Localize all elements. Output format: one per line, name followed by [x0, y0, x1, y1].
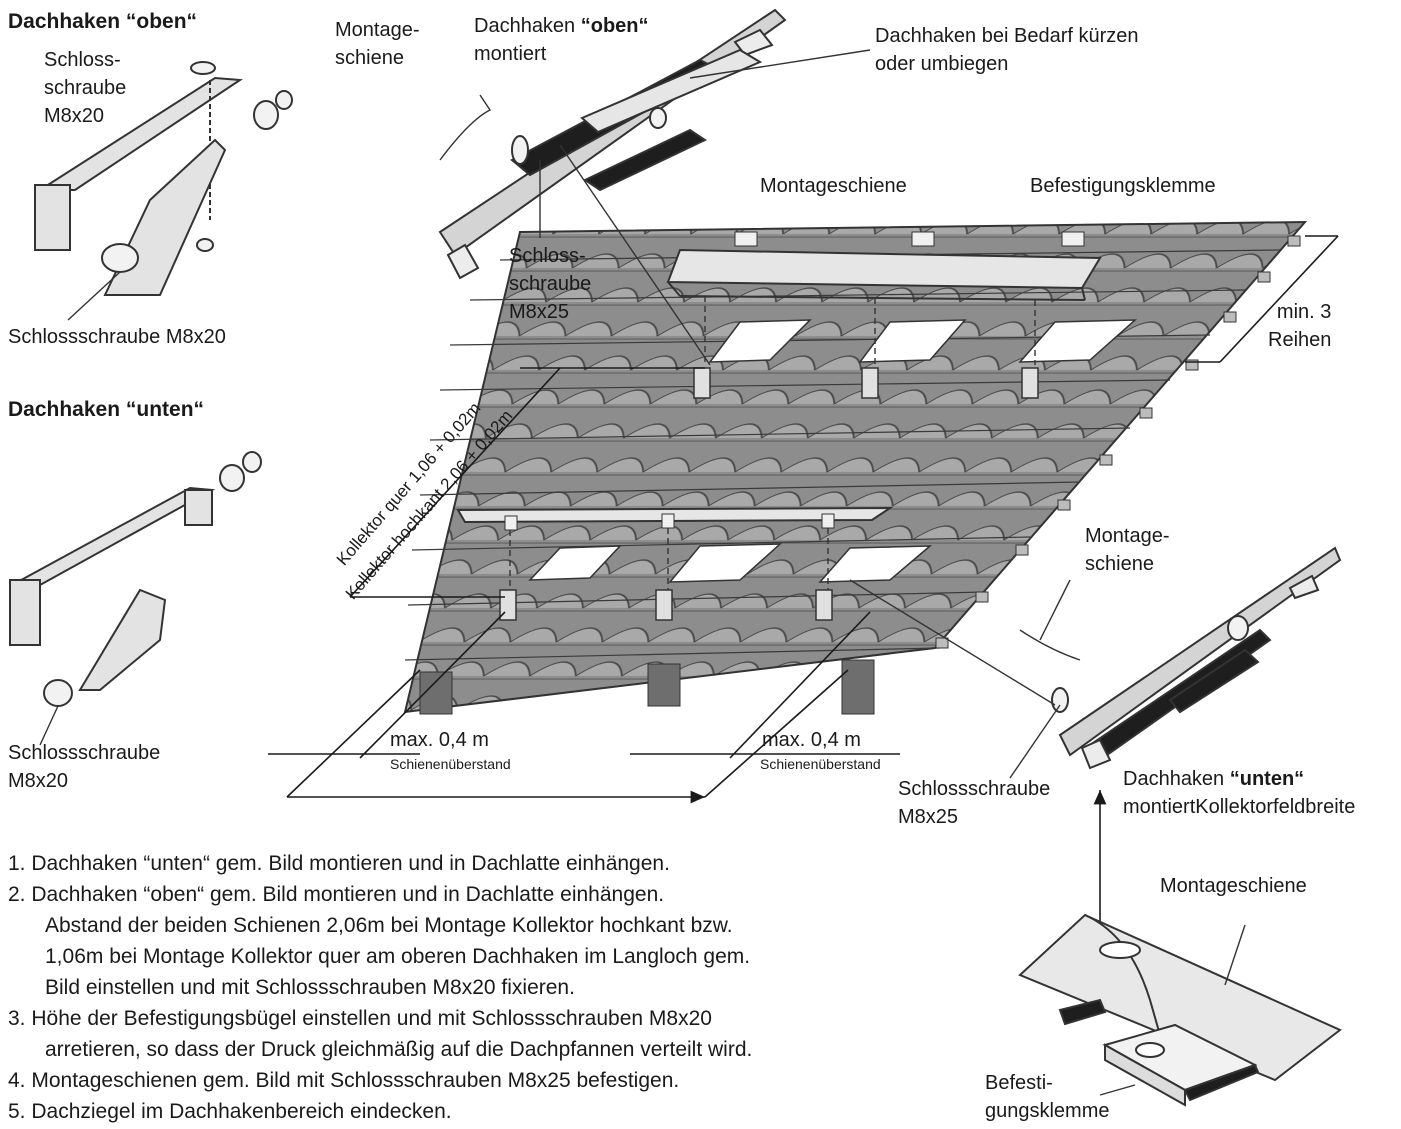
title-bold: “oben“: [580, 15, 649, 37]
clamp-detail-clamp-label: Befesti- gungsklemme: [985, 1069, 1110, 1125]
step-text: 3. Höhe der Befestigungsbügel einstellen…: [8, 1007, 712, 1030]
step-text: 2. Dachhaken “oben“ gem. Bild montieren …: [8, 883, 665, 906]
hook-bottom-exploded: [9, 451, 262, 746]
instruction-step-1: 1. Dachhaken “unten“ gem. Bild montieren…: [8, 848, 928, 879]
header-prefix: Dachhaken: [8, 10, 126, 33]
label-line: M8x25: [509, 301, 570, 323]
top-hook-mounted-detail: [438, 8, 871, 366]
bottom-left-bolt-label: Schlossschraube M8x20: [8, 739, 160, 795]
instruction-step-5: 5. Dachziegel im Dachhakenbereich eindec…: [8, 1096, 928, 1127]
top-left-bolt-label: Schloss- schraube M8x20: [44, 46, 126, 130]
title-prefix: Dachhaken: [474, 15, 581, 37]
label-line: M8x25: [898, 806, 959, 828]
step-text: 4. Montageschienen gem. Bild mit Schloss…: [8, 1069, 680, 1092]
label-line: Befesti-: [985, 1072, 1053, 1094]
label-line: M8x20: [44, 105, 105, 127]
label-line: Montage-: [1085, 525, 1170, 547]
instruction-step-2: 2. Dachhaken “oben“ gem. Bild montieren …: [8, 879, 928, 1003]
label-line: oder umbiegen: [875, 53, 1009, 75]
title-prefix: Dachhaken: [1123, 768, 1230, 790]
label-line: Schloss-: [44, 49, 121, 71]
step-text: 1. Dachhaken “unten“ gem. Bild montieren…: [8, 852, 670, 875]
label-line: schraube: [509, 273, 592, 295]
lower-mounting-rail: [456, 506, 894, 590]
step-continuation: arretieren, so dass der Druck gleichmäßi…: [45, 1038, 753, 1061]
overhang-right-sub: Schienenüberstand: [760, 756, 881, 772]
label-line: schiene: [1085, 553, 1154, 575]
label-line: Dachhaken bei Bedarf kürzen: [875, 25, 1139, 47]
bottom-detail-bolt-label: Schlossschraube M8x25: [898, 775, 1050, 831]
bottom-left-header: Dachhaken “unten“: [8, 398, 205, 421]
upper-mounting-rail: [666, 231, 1102, 365]
clamp-detail-rail-label: Montageschiene: [1160, 875, 1307, 897]
label-line: Montage-: [335, 19, 420, 41]
top-detail-rail-label: Montage- schiene: [335, 16, 420, 72]
dimension-lines: [268, 235, 1339, 930]
step-continuation: Bild einstellen und mit Schlossschrauben…: [45, 976, 575, 999]
label-line: schiene: [335, 47, 404, 69]
top-left-header: Dachhaken “oben“: [8, 8, 197, 36]
title-bold: “unten“: [1229, 768, 1305, 790]
roof-tile-field: [403, 220, 1308, 715]
instruction-step-3: 3. Höhe der Befestigungsbügel einstellen…: [8, 1003, 928, 1065]
top-left-bottom-bolt-label: Schlossschraube M8x20: [8, 326, 226, 348]
step-text: 5. Dachziegel im Dachhakenbereich eindec…: [8, 1100, 452, 1123]
bottom-detail-title: Dachhaken “unten“ montiertKollektorfeldb…: [1123, 765, 1355, 821]
top-detail-bolt-label: Schloss- schraube M8x25: [509, 242, 591, 326]
top-detail-title: Dachhaken “oben“ montiert: [474, 12, 649, 68]
header-bold: “oben“: [125, 10, 198, 33]
step-continuation: 1,06m bei Montage Kollektor quer am ober…: [45, 945, 751, 968]
step-continuation: Abstand der beiden Schienen 2,06m bei Mo…: [45, 914, 733, 937]
shorten-hook-note: Dachhaken bei Bedarf kürzen oder umbiege…: [875, 22, 1139, 78]
main-clamp-label: Befestigungsklemme: [1030, 175, 1216, 197]
overhang-right-label: max. 0,4 m: [762, 729, 861, 751]
overhang-left-label: max. 0,4 m: [390, 729, 489, 751]
label-line: Schlossschraube: [8, 742, 161, 764]
label-line: Schloss-: [509, 245, 586, 267]
min-rows-label: min. 3 Reihen: [1268, 298, 1331, 354]
main-rail-label: Montageschiene: [760, 175, 907, 197]
bottom-hook-mounted-detail: [849, 546, 1342, 779]
hook-top-exploded: [34, 61, 293, 321]
label-line: M8x20: [8, 770, 69, 792]
overhang-left-sub: Schienenüberstand: [390, 756, 511, 772]
title-suffix: montiert: [474, 43, 547, 65]
label-line: schraube: [44, 77, 127, 99]
bottom-detail-rail-label: Montage- schiene: [1085, 522, 1170, 578]
label-line: Schlossschraube: [898, 778, 1051, 800]
clamp-detail: [1018, 913, 1342, 1107]
label-line: Reihen: [1268, 329, 1332, 351]
title-suffix: montiertKollektorfeldbreite: [1123, 796, 1356, 818]
instruction-steps: 1. Dachhaken “unten“ gem. Bild montieren…: [8, 848, 928, 1127]
label-line: gungsklemme: [985, 1100, 1110, 1122]
instruction-step-4: 4. Montageschienen gem. Bild mit Schloss…: [8, 1065, 928, 1096]
label-line: min. 3: [1276, 301, 1332, 323]
